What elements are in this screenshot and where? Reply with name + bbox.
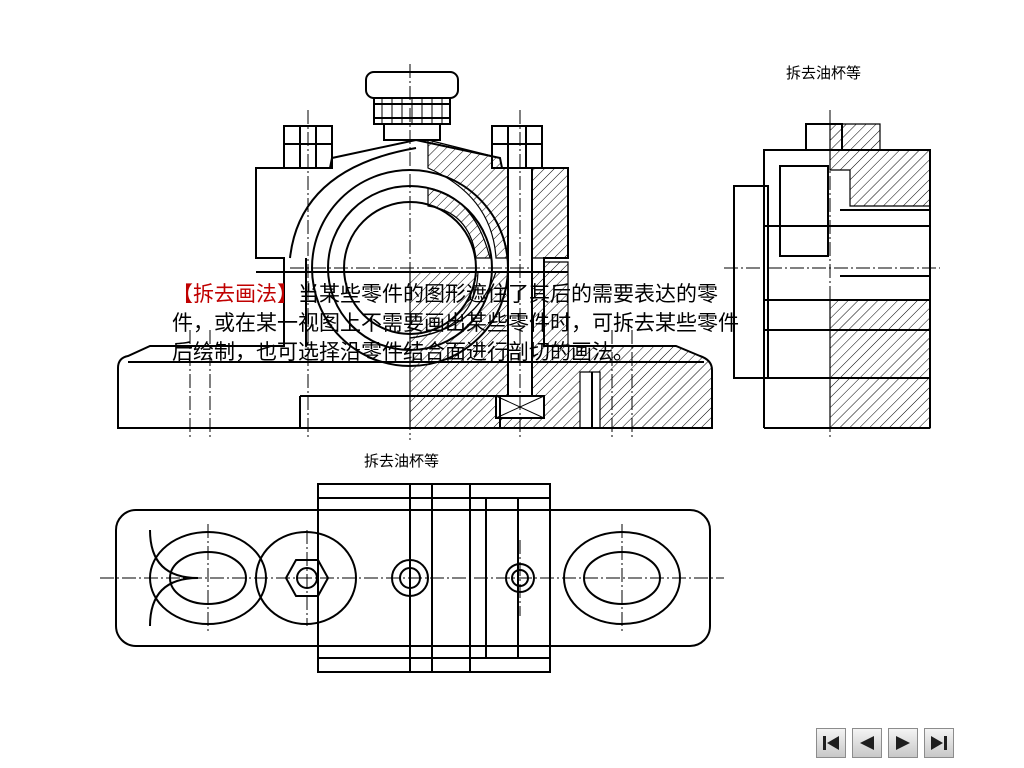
previous-slide-button[interactable] (852, 728, 882, 758)
side-section-hatch (829, 123, 931, 429)
front-centerlines (189, 64, 633, 440)
next-slide-button[interactable] (888, 728, 918, 758)
caption-text: 【拆去画法】当某些零件的图形遮住了其后的需要表达的零 件，或在某一视图上不需要画… (172, 280, 872, 367)
last-slide-button[interactable] (924, 728, 954, 758)
front-section-hatch (409, 139, 713, 429)
first-slide-icon (823, 736, 839, 750)
base-plate (115, 509, 711, 647)
last-slide-icon (931, 736, 947, 750)
first-slide-button[interactable] (816, 728, 846, 758)
previous-slide-icon (860, 736, 874, 750)
caption-title: 【拆去画法】 (172, 282, 298, 306)
slide-navigation (816, 728, 954, 758)
side-view-label: 拆去油杯等 (786, 64, 862, 82)
top-centerlines (100, 524, 724, 632)
next-slide-icon (896, 736, 910, 750)
caption-body: 当某些零件的图形遮住了其后的需要表达的零 件，或在某一视图上不需要画出某些零件时… (172, 282, 739, 364)
side-centerlines (724, 110, 940, 440)
oil-cup-cap (365, 71, 459, 99)
top-view-label: 拆去油杯等 (364, 452, 440, 470)
